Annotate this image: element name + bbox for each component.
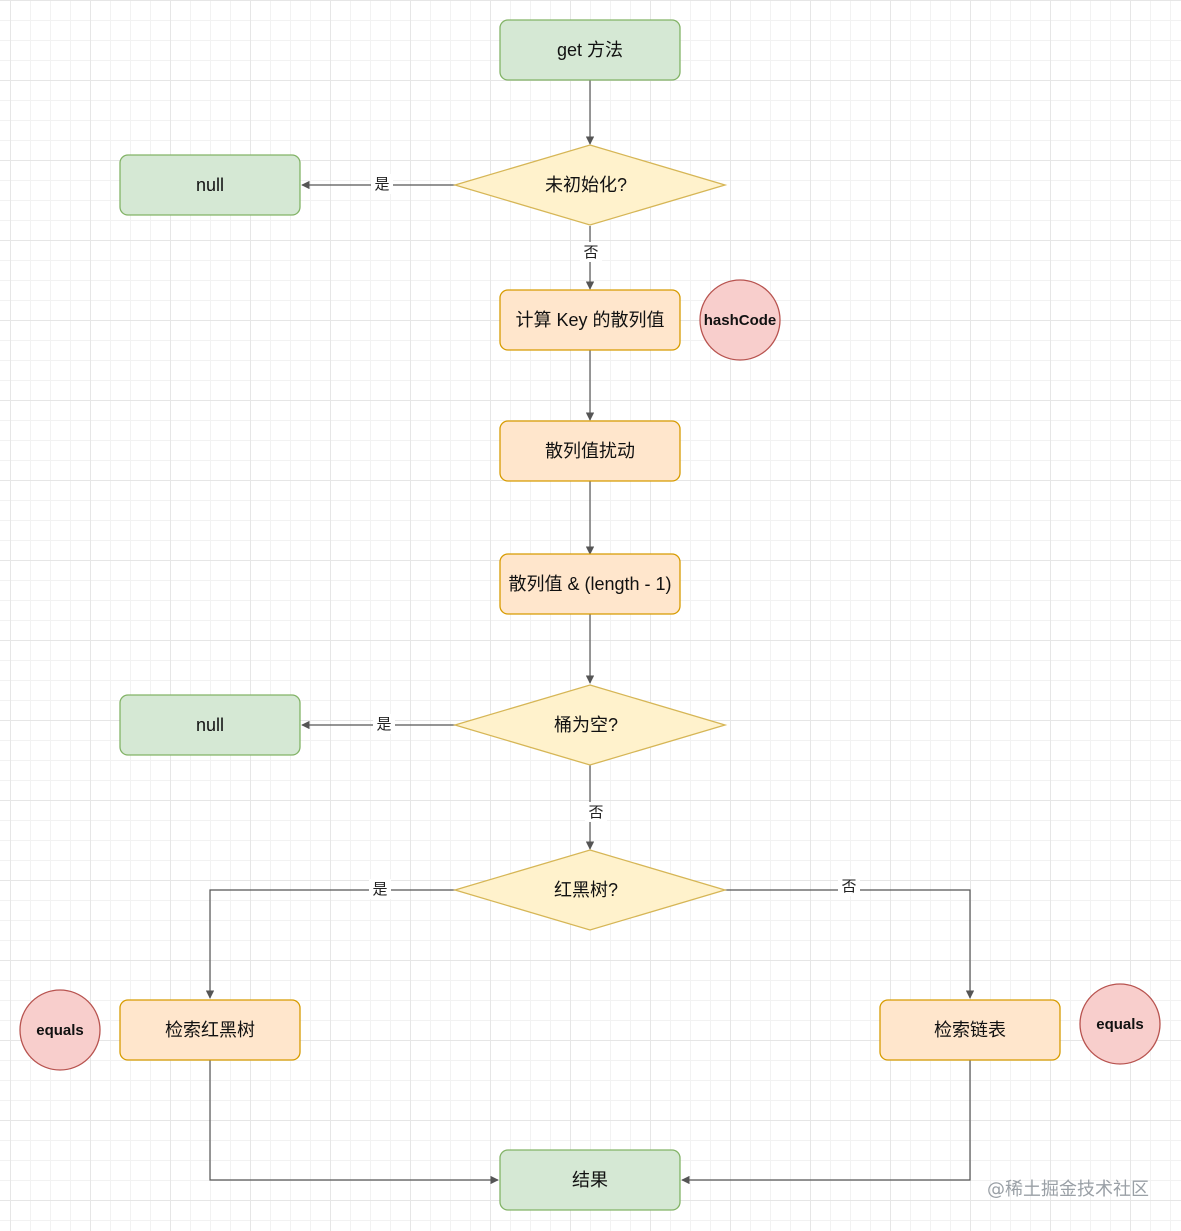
- decision-bucket-empty[interactable]: 桶为空?: [452, 684, 728, 766]
- node-search-list-label: 检索链表: [934, 1020, 1006, 1040]
- node-hash-disturb-label: 散列值扰动: [545, 441, 635, 461]
- node-search-list[interactable]: 检索链表: [879, 999, 1061, 1061]
- label-init-yes: 是: [374, 176, 389, 193]
- annotation-equals-left: equals: [19, 989, 101, 1071]
- node-hash-disturb[interactable]: 散列值扰动: [499, 420, 681, 482]
- edge-tree-yes-to-search-tree: [205, 889, 455, 999]
- node-null-top-label: null: [196, 175, 224, 195]
- decision-red-black-tree[interactable]: 红黑树?: [452, 849, 728, 931]
- edge-search-list-to-result: [681, 1060, 971, 1185]
- decision-red-black-tree-label: 红黑树?: [554, 880, 618, 900]
- node-compute-hash[interactable]: 计算 Key 的散列值: [499, 289, 681, 351]
- node-result-label: 结果: [572, 1170, 608, 1190]
- node-get-method[interactable]: get 方法: [499, 19, 681, 81]
- node-compute-hash-label: 计算 Key 的散列值: [515, 310, 664, 330]
- decision-bucket-empty-label: 桶为空?: [554, 715, 618, 735]
- label-empty-yes: 是: [376, 716, 391, 733]
- label-tree-no: 否: [841, 878, 856, 895]
- annotation-equals-right-label: equals: [1096, 1016, 1144, 1033]
- node-result[interactable]: 结果: [499, 1149, 681, 1211]
- edges: [205, 80, 975, 1185]
- label-init-no: 否: [583, 244, 598, 261]
- node-search-tree[interactable]: 检索红黑树: [119, 999, 301, 1061]
- annotation-hashcode-label: hashCode: [704, 312, 777, 329]
- node-null-top[interactable]: null: [119, 154, 301, 216]
- edge-tree-no-to-search-list: [725, 889, 975, 999]
- label-tree-yes: 是: [372, 881, 387, 898]
- watermark: @稀土掘金技术社区: [987, 1179, 1149, 1200]
- annotation-equals-right: equals: [1079, 983, 1161, 1065]
- node-null-middle-label: null: [196, 715, 224, 735]
- annotation-hashcode: hashCode: [699, 279, 781, 361]
- edge-labels: 是 否 是 否 是 否: [369, 174, 860, 899]
- edge-search-tree-to-result: [209, 1060, 499, 1185]
- node-null-middle[interactable]: null: [119, 694, 301, 756]
- annotation-equals-left-label: equals: [36, 1022, 84, 1039]
- node-hash-and[interactable]: 散列值 & (length - 1): [499, 553, 681, 615]
- label-empty-no: 否: [588, 804, 603, 821]
- node-hash-and-label: 散列值 & (length - 1): [508, 574, 671, 594]
- decision-not-initialized-label: 未初始化?: [545, 175, 627, 195]
- node-get-method-label: get 方法: [557, 40, 623, 60]
- decision-not-initialized[interactable]: 未初始化?: [452, 144, 728, 226]
- node-search-tree-label: 检索红黑树: [165, 1020, 255, 1040]
